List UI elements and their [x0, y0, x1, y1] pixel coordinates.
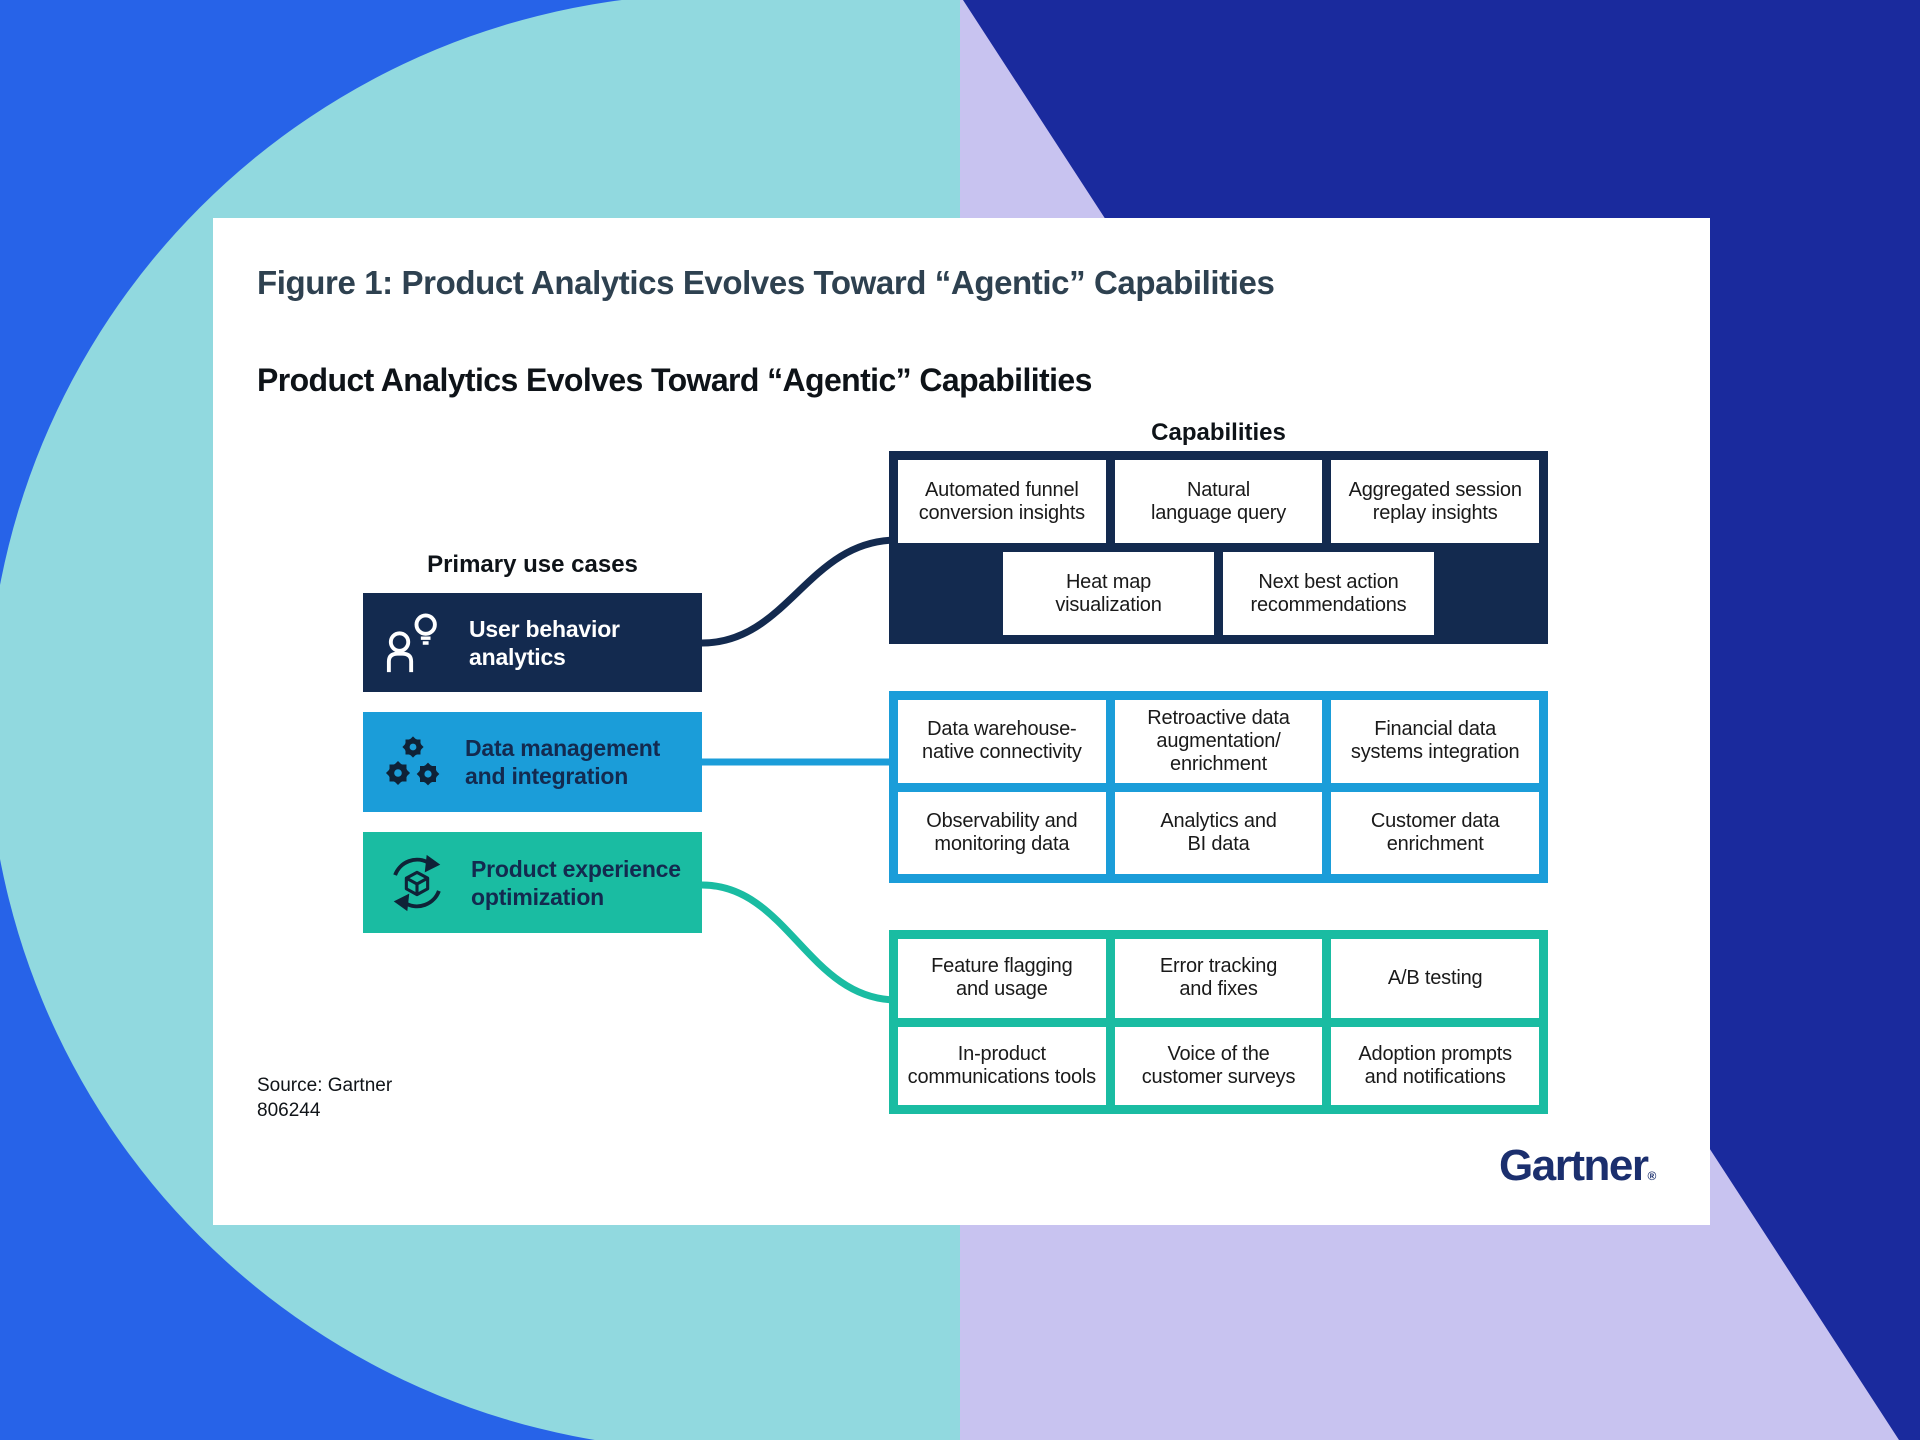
gartner-logo: Gartner® — [1499, 1141, 1656, 1191]
capability-cell: Error tracking and fixes — [1114, 939, 1323, 1018]
capability-cell: Financial data systems integration — [1331, 700, 1540, 783]
primary-use-cases-heading: Primary use cases — [427, 551, 638, 578]
capability-cell: Voice of the customer surveys — [1114, 1026, 1323, 1105]
capability-row: Heat map visualization Next best action … — [898, 552, 1539, 635]
source-line: Source: Gartner — [257, 1075, 393, 1096]
registered-mark: ® — [1647, 1169, 1657, 1183]
capability-cell: Natural language query — [1114, 460, 1323, 543]
capability-cell: Feature flagging and usage — [898, 939, 1106, 1018]
connector-user-behavior — [701, 536, 898, 647]
capability-cell: In-product communications tools — [898, 1026, 1106, 1105]
capability-cell: Customer data enrichment — [1331, 791, 1540, 874]
capability-row: In-product communications tools Voice of… — [898, 1026, 1540, 1105]
capability-cell: Heat map visualization — [1003, 552, 1214, 635]
use-case-user-behavior-analytics: User behavior analytics — [363, 593, 702, 692]
capability-group-user-behavior: Automated funnel conversion insights Nat… — [889, 451, 1548, 644]
person-idea-icon — [386, 612, 437, 672]
use-case-product-experience-optimization: Product experience optimization — [363, 832, 702, 933]
cycle-cube-icon — [393, 854, 441, 911]
gears-icon — [385, 736, 440, 786]
capability-cell: A/B testing — [1331, 939, 1540, 1018]
capability-cell: Retroactive data augmentation/ enrichmen… — [1114, 700, 1323, 783]
use-case-data-management-integration: Data management and integration — [363, 712, 702, 812]
capability-cell: Adoption prompts and notifications — [1331, 1026, 1540, 1105]
figure-caption-title: Figure 1: Product Analytics Evolves Towa… — [257, 264, 1275, 301]
capability-cell: Observability and monitoring data — [898, 791, 1106, 874]
gartner-logo-text: Gartner — [1499, 1141, 1649, 1190]
capability-cell: Automated funnel conversion insights — [898, 460, 1106, 543]
capability-row: Feature flagging and usage Error trackin… — [898, 939, 1540, 1018]
use-case-label: Product experience optimization — [471, 855, 681, 910]
capabilities-heading: Capabilities — [1151, 419, 1286, 446]
source-note: Source: Gartner 806244 — [257, 1073, 392, 1123]
capability-row: Observability and monitoring data Analyt… — [898, 791, 1540, 874]
capability-group-product-experience: Feature flagging and usage Error trackin… — [889, 930, 1548, 1114]
capability-cell: Data warehouse- native connectivity — [898, 700, 1106, 783]
capability-cell: Analytics and BI data — [1114, 791, 1323, 874]
capability-cell: Next best action recommendations — [1223, 552, 1434, 635]
figure-card: Figure 1: Product Analytics Evolves Towa… — [213, 218, 1710, 1225]
connector-product-experience — [701, 881, 898, 1004]
use-case-label: Data management and integration — [465, 735, 661, 789]
diagram-title: Product Analytics Evolves Toward “Agenti… — [257, 362, 1092, 398]
capability-group-data-management: Data warehouse- native connectivity Retr… — [889, 691, 1548, 883]
use-case-label: User behavior analytics — [469, 615, 620, 670]
capability-row: Data warehouse- native connectivity Retr… — [898, 700, 1540, 783]
capability-cell: Aggregated session replay insights — [1331, 460, 1540, 543]
source-id: 806244 — [257, 1100, 321, 1121]
capability-row: Automated funnel conversion insights Nat… — [898, 460, 1540, 543]
